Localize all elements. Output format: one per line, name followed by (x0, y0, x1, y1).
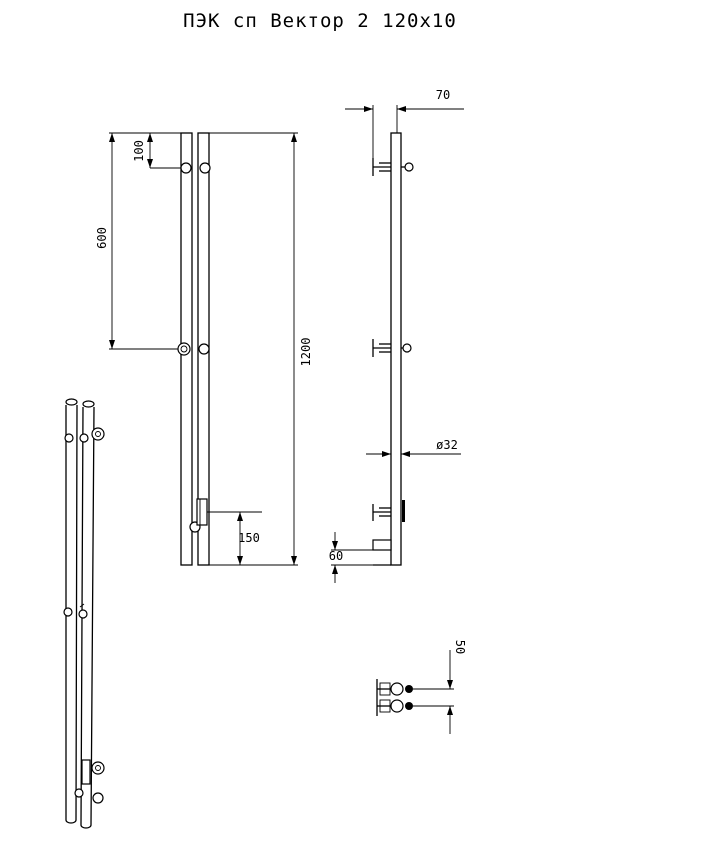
side-bracket-upper (372, 158, 414, 176)
upper-bracket-left (180, 162, 192, 174)
side-tube (390, 132, 402, 566)
dim-height: 1200 (299, 338, 313, 367)
heater-element (196, 498, 208, 526)
top-pipe-upper (390, 682, 404, 696)
dim-wall-distance: 70 (436, 88, 450, 102)
dim-pipe-spacing: 50 (453, 640, 467, 654)
middle-bracket-left (177, 342, 191, 356)
front-view: 100 600 1200 150 (95, 132, 313, 566)
side-view: 70 ø32 60 (329, 88, 464, 583)
iso-mount-lower (91, 761, 105, 775)
top-pipe-lower (390, 699, 404, 713)
drawing-title: ПЭК сп Вектор 2 120x10 (183, 10, 457, 32)
middle-bracket-right (198, 343, 210, 355)
iso-heater (81, 759, 91, 785)
iso-mount-upper (91, 427, 105, 441)
side-heater (402, 500, 405, 522)
bottom-connector (372, 539, 392, 551)
iso-tube-left (65, 404, 78, 824)
dim-bottom-gap: 60 (329, 549, 343, 563)
dim-spacing: 600 (95, 227, 109, 249)
dim-top-offset: 100 (132, 140, 146, 162)
side-bracket-middle (372, 339, 412, 357)
isometric-view (63, 398, 105, 829)
dim-diameter: ø32 (436, 438, 458, 452)
dim-bottom-offset: 150 (238, 531, 260, 545)
upper-bracket-right (199, 162, 211, 174)
iso-tube-right (80, 406, 95, 829)
side-bracket-lower (372, 500, 405, 522)
top-view: 50 (376, 640, 467, 734)
